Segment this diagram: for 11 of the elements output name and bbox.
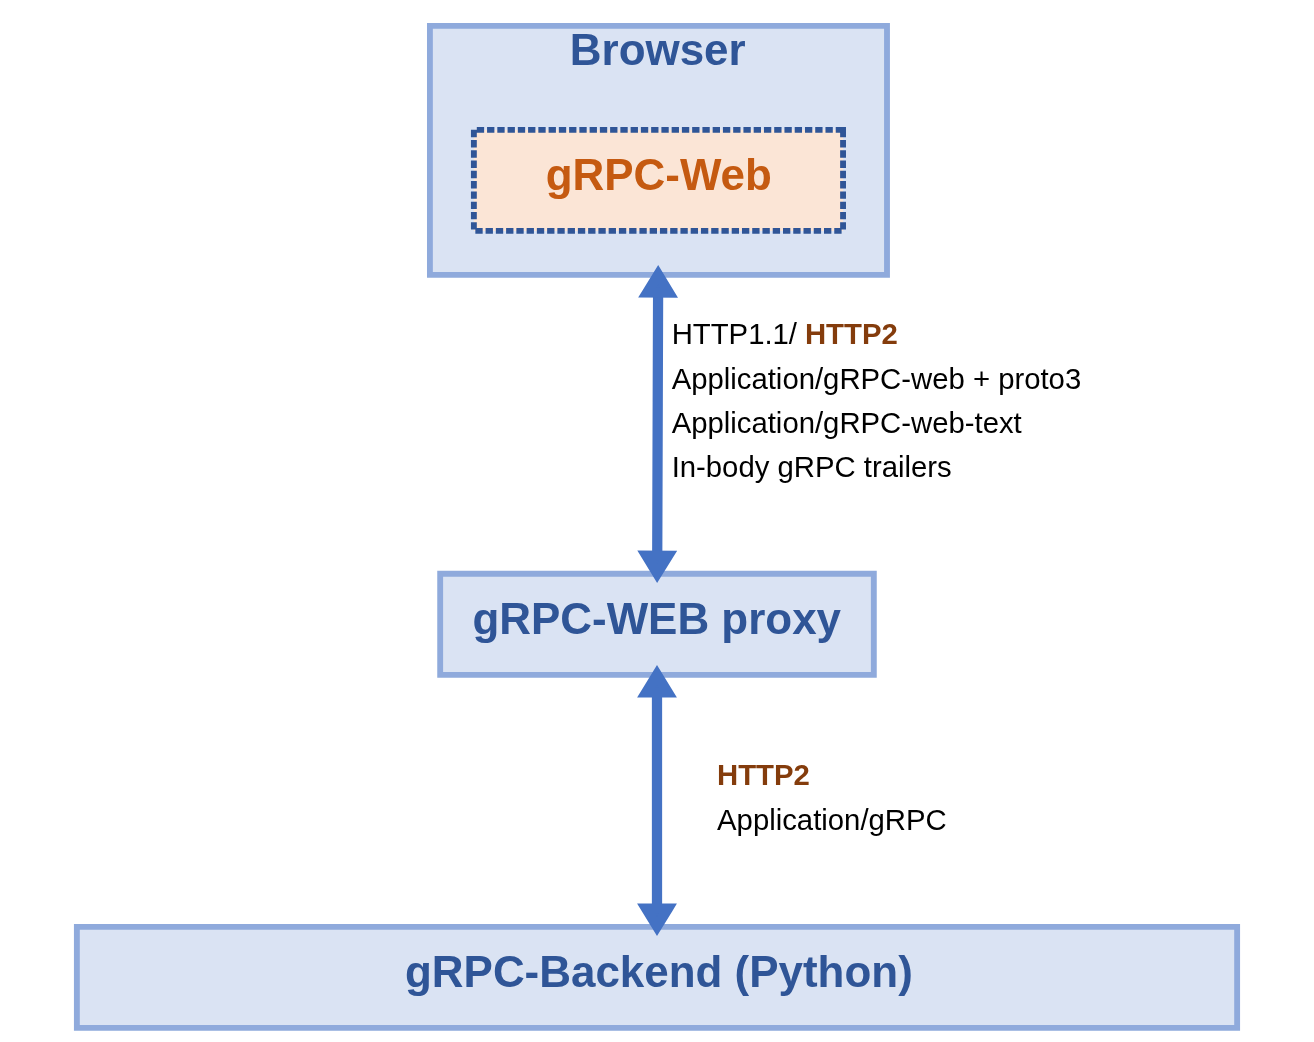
label: Application/gRPC-web + proto3 xyxy=(671,362,1082,396)
node-box: gRPC-WEB proxy xyxy=(437,570,877,678)
label: Application/gRPC-web-text xyxy=(671,406,1022,440)
label: In-body gRPC trailers xyxy=(671,450,952,484)
label: Application/gRPC xyxy=(717,803,947,837)
label: HTTP1.1/ HTTP2 xyxy=(671,316,898,350)
label: HTTP2 xyxy=(717,757,810,791)
arrow xyxy=(637,665,677,937)
node-box: gRPC-Web xyxy=(470,126,846,234)
node-box: gRPC-Backend (Python) xyxy=(73,923,1241,1031)
arrow xyxy=(637,265,678,584)
